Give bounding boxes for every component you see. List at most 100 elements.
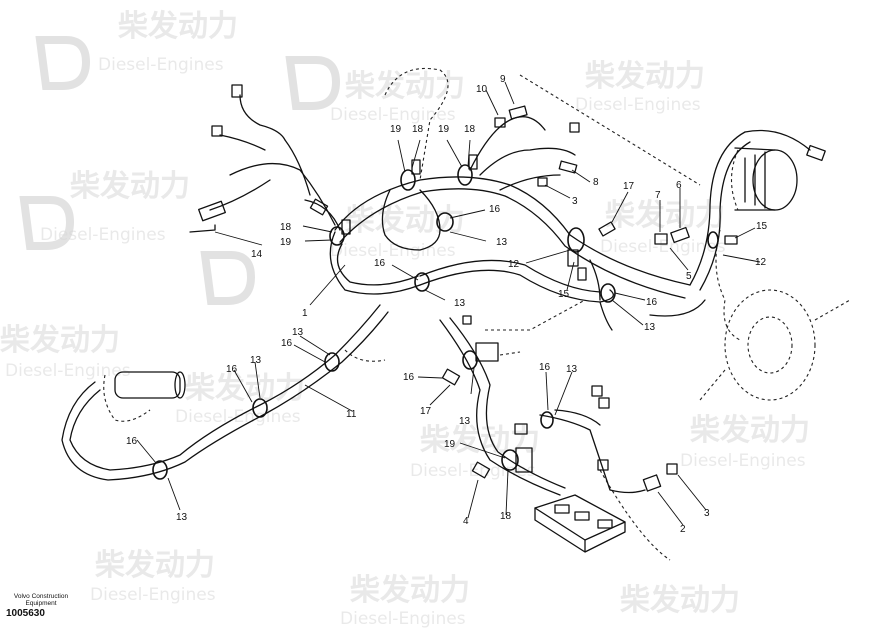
callouts: 1 2 3 3 4 5 6 7 8 9 10 11 12 12 13 13 13… — [126, 74, 768, 535]
callout-16: 16 — [403, 372, 415, 383]
callout-19: 19 — [280, 237, 292, 248]
callout-13: 13 — [292, 327, 304, 338]
callout-16: 16 — [226, 364, 238, 375]
watermark-logo — [200, 251, 256, 305]
watermark-logo — [19, 196, 75, 250]
callout-11: 11 — [346, 409, 357, 420]
watermark-en: Diesel-Engines — [90, 585, 216, 605]
right-connector — [597, 459, 609, 471]
callout-17: 17 — [623, 181, 635, 192]
brand-line-1: Volvo Construction — [13, 593, 69, 600]
watermark-en: Diesel-Engines — [680, 451, 806, 471]
callout-19: 19 — [390, 124, 402, 135]
callout-18: 18 — [412, 124, 424, 135]
callout-19: 19 — [444, 439, 456, 450]
callout-15: 15 — [756, 221, 768, 232]
callout-2: 2 — [680, 524, 686, 535]
clamp — [707, 231, 719, 249]
callout-13: 13 — [496, 237, 508, 248]
alternator — [730, 147, 798, 211]
watermark-en: Diesel-Engines — [330, 241, 456, 261]
watermark-cn: 柴发动力 — [0, 323, 120, 358]
callout-16: 16 — [281, 338, 293, 349]
upper-right-connector-2 — [598, 397, 610, 409]
left-connector — [211, 125, 223, 137]
callout-1: 1 — [302, 308, 308, 319]
watermark-cn: 柴发动力 — [345, 203, 465, 238]
watermark-en: Diesel-Engines — [5, 361, 131, 381]
components — [103, 84, 826, 553]
engine-outline — [344, 67, 851, 561]
callout-7: 7 — [655, 190, 661, 201]
sensor-8 — [558, 160, 578, 174]
watermark-cn: 柴发动力 — [345, 69, 465, 104]
callout-13: 13 — [459, 416, 471, 427]
sensor-7 — [654, 233, 668, 245]
callout-13: 13 — [454, 298, 466, 309]
brand-line-2: Equipment — [25, 600, 57, 607]
watermark-cn: 柴发动力 — [70, 169, 190, 204]
callout-18: 18 — [500, 511, 512, 522]
callout-3: 3 — [704, 508, 710, 519]
clamps — [152, 154, 719, 480]
watermark-cn: 柴发动力 — [585, 59, 705, 94]
callout-6: 6 — [676, 180, 682, 191]
leader-lines — [136, 81, 761, 526]
callout-12: 12 — [508, 259, 520, 270]
callout-12: 12 — [755, 257, 767, 268]
top-connector — [231, 84, 243, 98]
side-connector — [577, 267, 587, 281]
brand-label: Volvo Construction Equipment — [6, 593, 76, 607]
callout-3: 3 — [572, 196, 578, 207]
sensor-10 — [494, 117, 506, 128]
callout-18: 18 — [464, 124, 476, 135]
sensor-9 — [508, 105, 528, 120]
small-plug — [462, 315, 472, 325]
callout-13: 13 — [644, 322, 656, 333]
watermark-en: Diesel-Engines — [600, 237, 726, 257]
callout-13: 13 — [176, 512, 188, 523]
bolt-4 — [471, 461, 491, 479]
bolt-left — [309, 198, 329, 216]
callout-16: 16 — [374, 258, 386, 269]
clamp — [329, 219, 351, 246]
callout-13: 13 — [250, 355, 262, 366]
clamp — [414, 272, 430, 292]
callout-16: 16 — [489, 204, 501, 215]
callout-17: 17 — [420, 406, 432, 417]
plug-15 — [724, 235, 738, 245]
callout-13: 13 — [566, 364, 578, 375]
sensor-3-lower — [666, 463, 678, 475]
callout-16: 16 — [539, 362, 551, 373]
clamp — [152, 460, 168, 480]
connector-14 — [189, 200, 226, 233]
clamp — [457, 154, 478, 186]
clamp — [462, 342, 499, 370]
callout-5: 5 — [686, 271, 692, 282]
watermark-cn: 柴发动力 — [605, 198, 725, 233]
watermark-cn: 柴发动力 — [185, 371, 305, 406]
sensor-2 — [642, 474, 662, 492]
watermark-en: Diesel-Engines — [575, 95, 701, 115]
connector-bracket — [534, 494, 626, 553]
bolt-17 — [598, 221, 616, 237]
tag-clip — [514, 423, 528, 435]
watermark-logo — [35, 36, 91, 90]
watermark-layer: 柴发动力 Diesel-Engines 柴发动力 Diesel-Engines … — [0, 9, 810, 628]
watermark-en: Diesel-Engines — [330, 105, 456, 125]
left-mount-sensor — [103, 371, 186, 422]
callout-10: 10 — [476, 84, 488, 95]
sensor-6 — [670, 226, 690, 244]
clamp — [540, 411, 554, 429]
watermark-cn: 柴发动力 — [350, 573, 470, 608]
top-plug — [569, 122, 580, 133]
clamp — [400, 159, 421, 191]
callout-9: 9 — [500, 74, 506, 85]
watermark-logo — [285, 56, 341, 110]
drawing-number: 1005630 — [6, 608, 45, 619]
upper-right-connector — [591, 385, 603, 397]
callout-16: 16 — [126, 436, 138, 447]
callout-14: 14 — [251, 249, 263, 260]
